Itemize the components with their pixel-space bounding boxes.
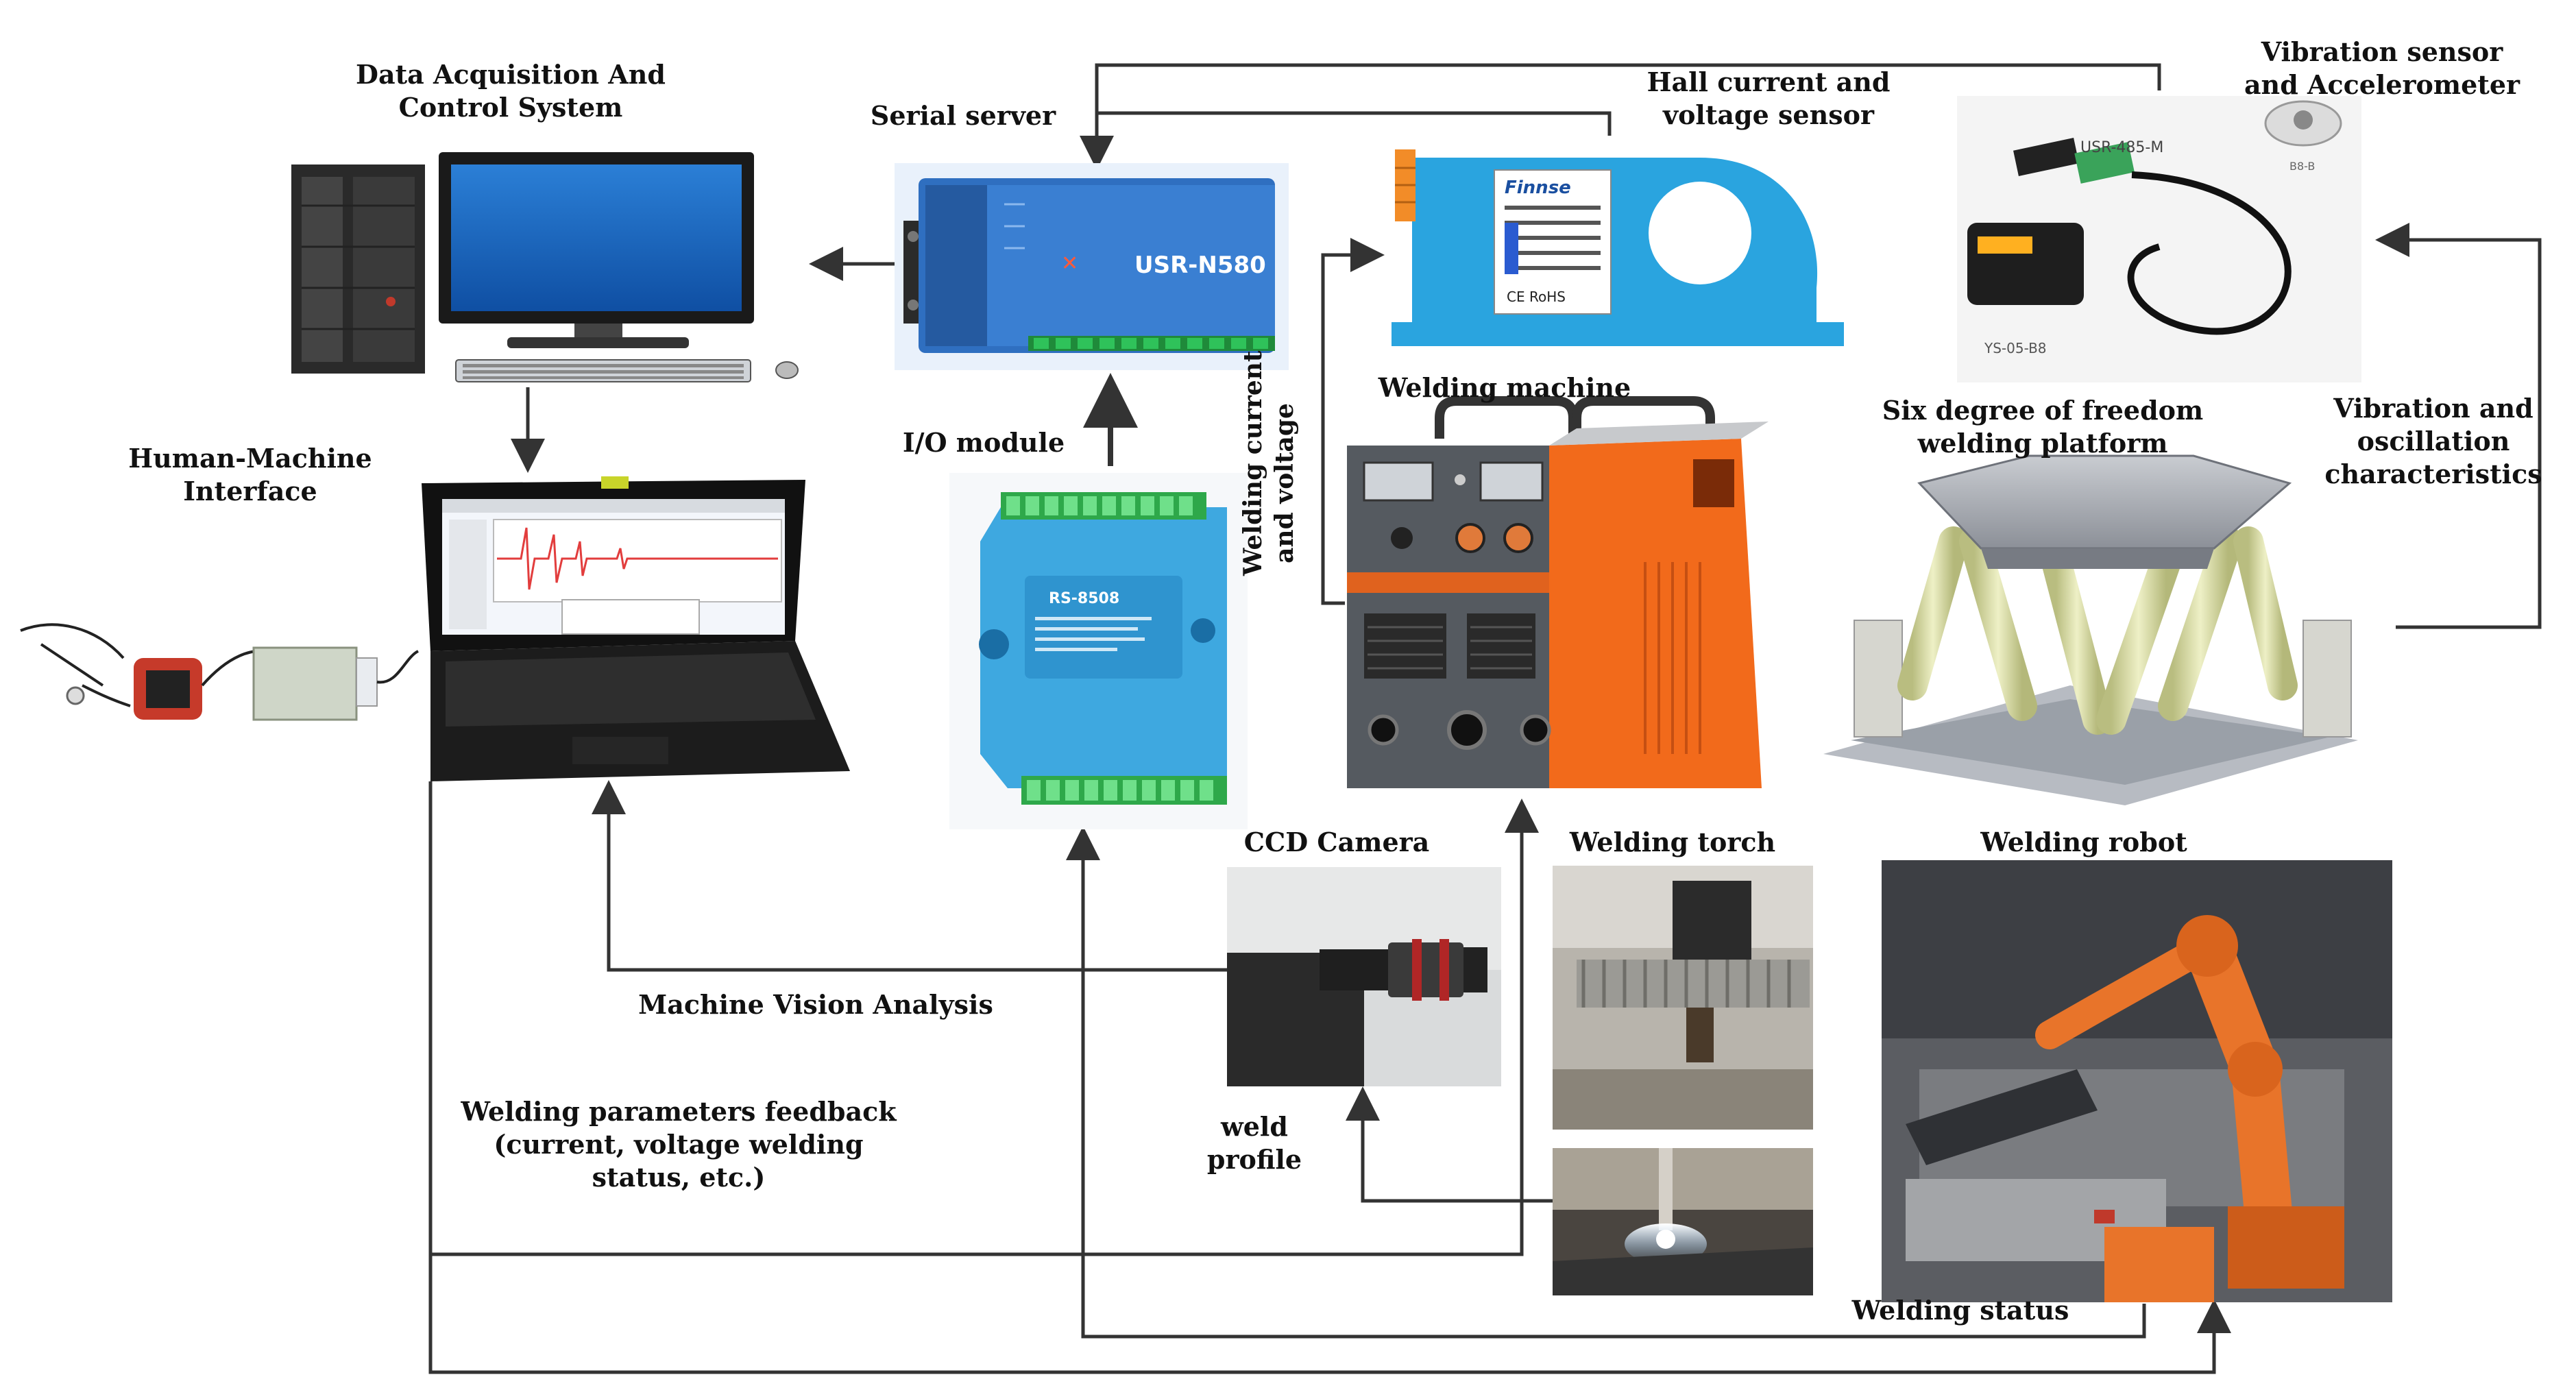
arrow-platform-to-vibration: [2375, 223, 2542, 629]
label-six-dof-line1: Six degree of freedom: [1882, 395, 2204, 426]
label-vibration-osc: Vibration and oscillation characteristic…: [2293, 392, 2574, 491]
label-vibration-line1: Vibration sensor: [2261, 36, 2503, 67]
welding-robot-image: [1882, 860, 2392, 1302]
label-vibration-sensor: Vibration sensor and Accelerometer: [2231, 36, 2533, 101]
label-welding-cv-line2: and voltage: [1270, 403, 1299, 563]
daq-devices-image: [20, 623, 420, 721]
ccd-camera-image: [1227, 867, 1501, 1086]
label-feedback-line1: Welding parameters feedback: [461, 1096, 897, 1127]
line-hall-to-top: [1097, 111, 1612, 137]
svg-text:✕: ✕: [1061, 252, 1078, 276]
label-vibration-osc-line1: Vibration and: [2333, 393, 2534, 424]
laptop-image: [422, 476, 850, 781]
label-hmi: Human-Machine Interface: [120, 442, 380, 508]
label-machine-vision: Machine Vision Analysis: [638, 989, 993, 1020]
label-six-dof-line2: welding platform: [1917, 428, 2168, 459]
label-welding-cv-line1: Welding current: [1239, 350, 1267, 576]
label-feedback-line3: status, etc.): [592, 1162, 766, 1193]
label-vibration-osc-line2: oscillation: [2357, 426, 2510, 456]
sensor-brand-text: Finnse: [1505, 178, 1571, 198]
vib-cable-text: USR-485-M: [2080, 139, 2163, 156]
label-welding-torch: Welding torch: [1569, 827, 1776, 857]
arrow-laptop-to-robot: [428, 1254, 2231, 1374]
vib-tag-text: YS-05-B8: [1984, 340, 2047, 356]
label-ccd-camera: CCD Camera: [1243, 827, 1430, 857]
label-feedback: Welding parameters feedback (current, vo…: [452, 1095, 905, 1194]
arrow-torch-to-camera: [1346, 1086, 1555, 1203]
arrow-status-to-io: [1066, 826, 2146, 1339]
label-daq-line2: Control System: [398, 92, 623, 123]
hall-sensor-image: Finnse CE RoHS: [1392, 136, 1844, 348]
io-module-image: RS-8508: [949, 473, 1248, 829]
label-weld-profile-line2: profile: [1206, 1144, 1302, 1175]
io-brand-text: RS-8508: [1049, 590, 1119, 607]
welding-torch-image: [1553, 866, 1813, 1295]
six-dof-platform-image: [1823, 454, 2358, 805]
connector-lines: [428, 63, 2542, 1374]
arrow-camera-to-laptop: [592, 780, 1230, 972]
label-welding-current-voltage: Welding current and voltage: [1237, 350, 1300, 576]
label-welding-status: Welding status: [1851, 1295, 2069, 1326]
label-daq-line1: Data Acquisition And: [356, 59, 666, 90]
label-hall-line1: Hall current and: [1647, 66, 1891, 97]
label-io-module: I/O module: [902, 427, 1065, 458]
welding-machine-image: [1347, 396, 1769, 788]
label-vibration-line2: and Accelerometer: [2244, 69, 2520, 100]
sensor-marks-text: CE RoHS: [1507, 289, 1566, 305]
label-daq: Data Acquisition And Control System: [346, 58, 675, 124]
label-weld-profile-line1: weld: [1221, 1111, 1288, 1142]
label-weld-profile: weld profile: [1186, 1110, 1323, 1176]
svg-text:B8-B: B8-B: [2289, 160, 2315, 173]
label-welding-machine: Welding machine: [1378, 372, 1631, 403]
label-hall-line2: voltage sensor: [1663, 99, 1874, 130]
label-serial-server: Serial server: [870, 100, 1056, 131]
label-hmi-line1: Human-Machine: [128, 443, 372, 474]
label-welding-robot: Welding robot: [1980, 827, 2187, 857]
label-feedback-line2: (current, voltage welding: [494, 1129, 864, 1160]
arrow-welder-to-hall: [1321, 238, 1385, 605]
arrow-feedback-to-welder: [428, 781, 1539, 1256]
serial-server-image: USR-N580 ✕: [895, 163, 1289, 370]
label-hall-sensor: Hall current and voltage sensor: [1631, 66, 1906, 132]
desktop-computer-image: [291, 152, 799, 382]
vibration-sensor-image: B8-B USR-485-M YS-05-B8: [1957, 96, 2361, 382]
label-hmi-line2: Interface: [183, 476, 317, 507]
label-six-dof: Six degree of freedom welding platform: [1864, 394, 2221, 460]
label-vibration-osc-line3: characteristics: [2324, 459, 2542, 489]
serial-brand-text: USR-N580: [1134, 252, 1266, 279]
